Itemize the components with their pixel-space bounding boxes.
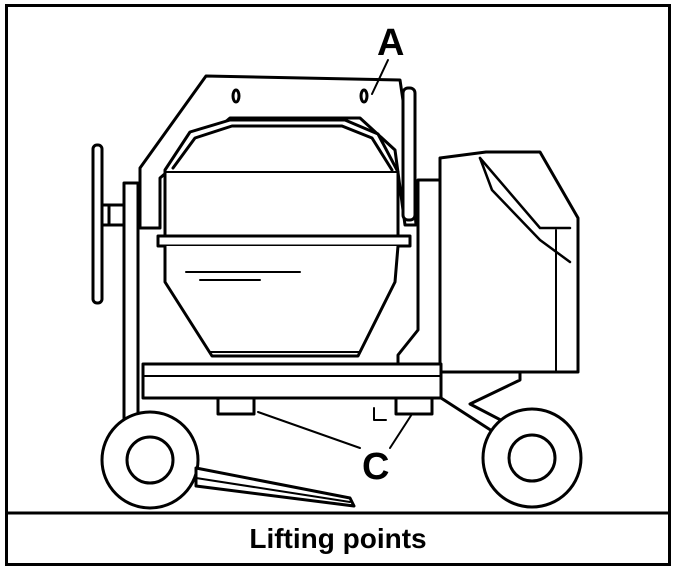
lifting-point-a xyxy=(371,59,417,222)
left-frame-post xyxy=(122,181,140,425)
right-wheel xyxy=(481,407,583,509)
caption-text: Lifting points xyxy=(249,523,427,554)
callout-label-c: C xyxy=(362,446,390,488)
tow-bar xyxy=(194,466,356,508)
engine-housing xyxy=(438,150,580,374)
lifting-point-c-right xyxy=(373,396,434,421)
mixing-drum xyxy=(156,118,412,358)
callout-label-a: A xyxy=(377,22,405,64)
callout-c-leaders xyxy=(257,411,413,449)
left-wheel xyxy=(100,410,200,510)
drum-guard xyxy=(138,74,418,230)
handwheel xyxy=(91,143,126,305)
lifting-point-c-left xyxy=(216,396,256,416)
caption-row: Lifting points xyxy=(8,515,668,563)
chassis xyxy=(141,362,522,442)
